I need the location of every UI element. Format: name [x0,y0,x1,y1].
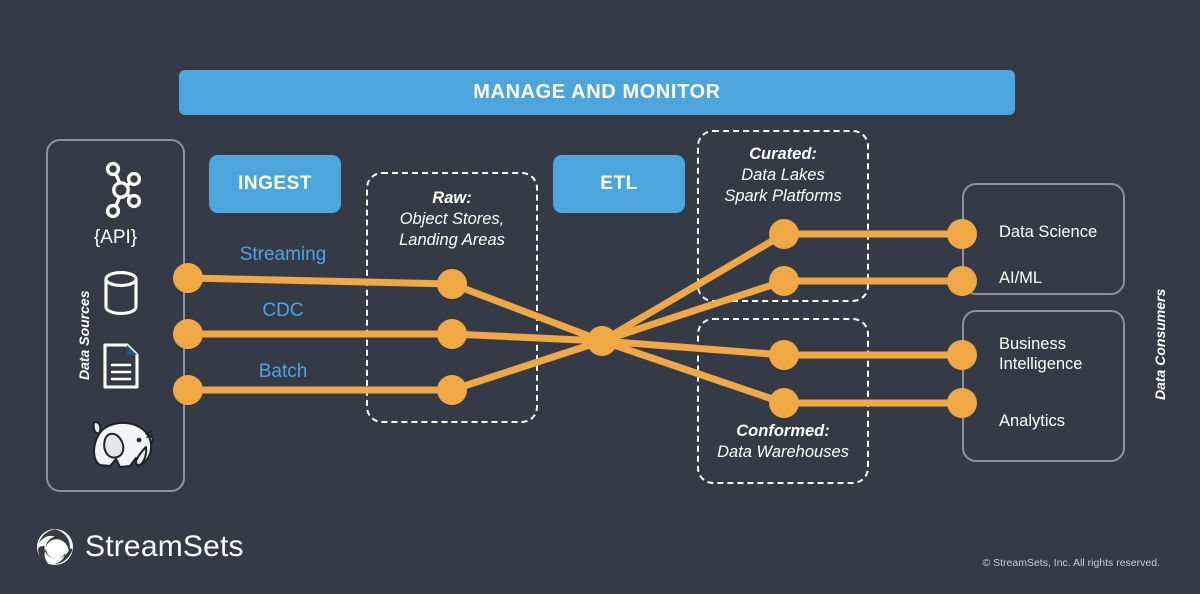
etl-label: ETL [600,173,638,194]
consumer-label-data-science: Data Science [999,223,1098,241]
flow-label-batch: Batch [258,361,308,382]
curated-zone-caption: Curated: Data Lakes Spark Platforms [697,144,869,207]
database-icon [104,271,138,315]
api-label: {API} [93,227,138,248]
banner-label: MANAGE AND MONITOR [473,81,721,103]
data-sources-side-label: Data Sources [76,290,92,380]
raw-zone-line-1: Object Stores, [399,210,505,228]
streamsets-wordmark: StreamSets [85,530,244,563]
conformed-zone-caption: Conformed: Data Warehouses [697,421,869,463]
consumers-group-2-panel [962,310,1125,462]
curated-zone-line-1: Data Lakes [741,166,825,184]
copyright-text: © StreamSets, Inc. All rights reserved. [982,557,1160,569]
consumer-label-analytics: Analytics [999,412,1066,430]
ingest-label: INGEST [238,173,312,194]
pipeline-node-etl-hub[interactable] [587,326,617,356]
data-sources-panel [46,139,185,492]
consumer-label-bi-line-1: Business [999,335,1066,353]
conformed-zone-line-1: Data Warehouses [717,443,849,461]
conformed-zone-head: Conformed: [736,422,830,440]
kafka-icon [105,161,142,219]
raw-zone-head: Raw: [432,189,472,207]
document-icon [103,343,139,389]
hadoop-elephant-icon [92,421,154,468]
manage-and-monitor-banner: MANAGE AND MONITOR [179,70,1015,115]
consumer-label-bi-line-2: Intelligence [999,355,1083,373]
etl-stage-pill: ETL [553,155,685,213]
data-consumers-side-label: Data Consumers [1152,288,1168,400]
streamsets-logo: StreamSets [36,528,244,566]
streamsets-mark-icon [37,529,73,565]
raw-zone-caption: Raw: Object Stores, Landing Areas [366,188,538,251]
consumer-label-ai-ml: AI/ML [999,269,1043,287]
ingest-stage-pill: INGEST [209,155,341,213]
flow-label-streaming: Streaming [239,244,327,265]
raw-zone-line-2: Landing Areas [399,231,505,249]
curated-zone-line-2: Spark Platforms [724,187,842,205]
curated-zone-head: Curated: [749,145,817,163]
consumer-label-business-intelligence: Business Intelligence [999,334,1082,374]
flow-label-cdc: CDC [262,300,304,321]
